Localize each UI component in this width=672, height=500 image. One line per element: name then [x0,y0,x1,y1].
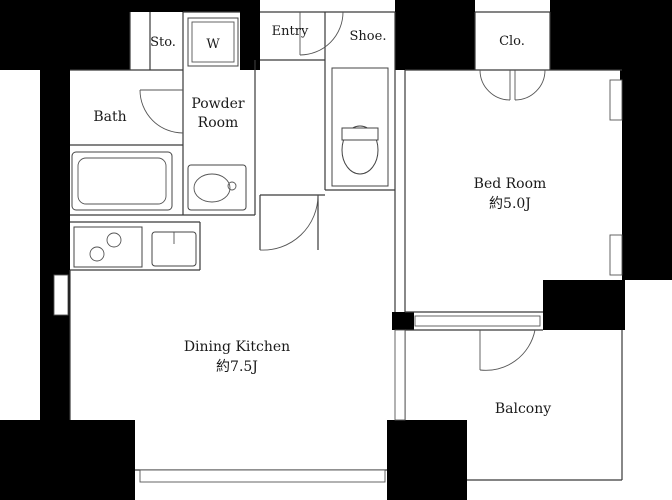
bathtub-icon [71,151,173,211]
door-balcony [479,329,536,371]
label-powder-line1: Powder [191,96,245,112]
label-powder-line2: Room [198,115,239,131]
label-closet: Clo. [499,34,525,49]
label-entry: Entry [272,24,309,39]
window-bedroom-mid [609,234,623,276]
room-labels: Sto. W Entry Shoe. Clo. Bath Powder Room… [93,24,551,417]
door-closet [479,69,546,101]
label-storage: Sto. [150,35,176,50]
label-bath: Bath [93,109,126,125]
label-balcony: Balcony [495,401,551,417]
label-dining: Dining Kitchen [184,339,290,355]
windows [53,79,623,483]
window-bedroom-top [609,79,623,121]
sink-icon [151,231,197,267]
stove-icon [73,226,143,268]
window-dining-bottom [139,469,386,483]
label-washer: W [206,37,220,52]
washbasin-icon [187,164,247,211]
door-bath [139,89,184,134]
door-entry [299,11,344,56]
window-balcony-left [394,329,406,421]
label-dining-size: 約7.5J [216,359,258,375]
window-balcony-top [414,315,541,327]
partitions [69,11,623,481]
label-bedroom-size: 約5.0J [489,196,531,212]
window-left [53,274,69,316]
doors [139,11,546,371]
door-hall [259,194,319,251]
label-bedroom: Bed Room [474,176,547,192]
label-shoe: Shoe. [350,29,387,44]
fixtures [71,67,389,268]
toilet-icon [331,67,389,187]
